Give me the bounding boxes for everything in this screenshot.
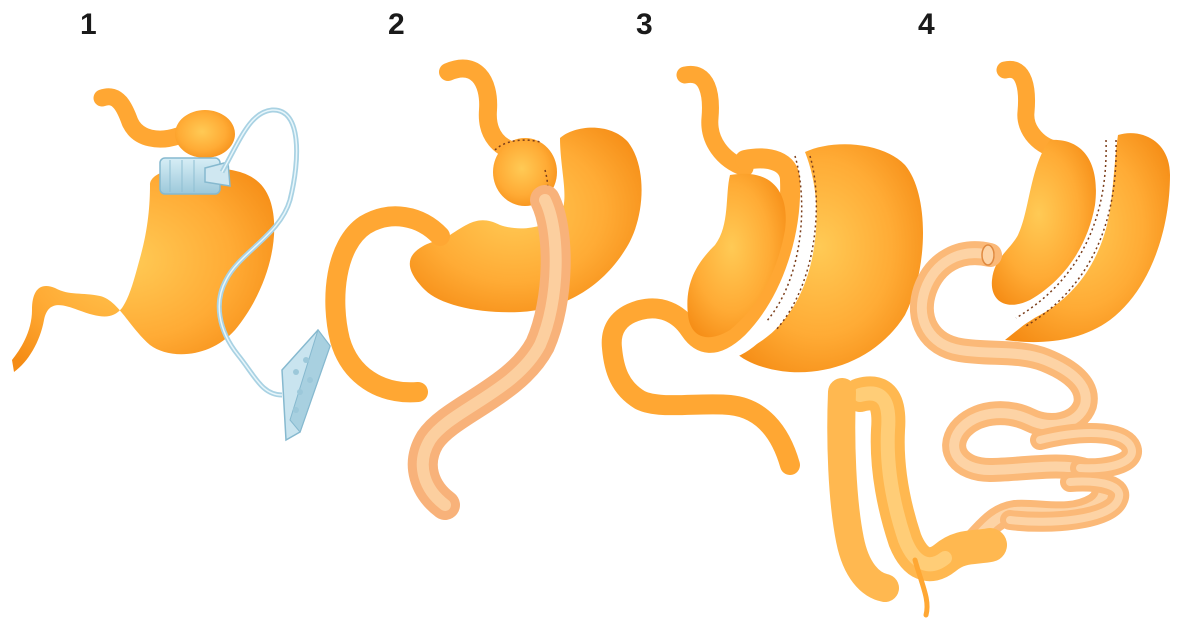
panel-1-gastric-band: [12, 97, 330, 440]
duodenum: [335, 216, 440, 392]
esophagus: [685, 74, 745, 168]
gastric-sleeve: [992, 140, 1096, 305]
intestine-cut-end: [982, 245, 994, 265]
esophagus: [1005, 69, 1060, 150]
panel-4-duodenal-switch: [841, 69, 1170, 615]
upper-pouch: [175, 110, 235, 158]
esophagus: [102, 97, 178, 139]
access-port-icon: [282, 330, 330, 440]
esophagus: [448, 68, 520, 152]
panel-2-gastric-bypass: [335, 68, 641, 505]
